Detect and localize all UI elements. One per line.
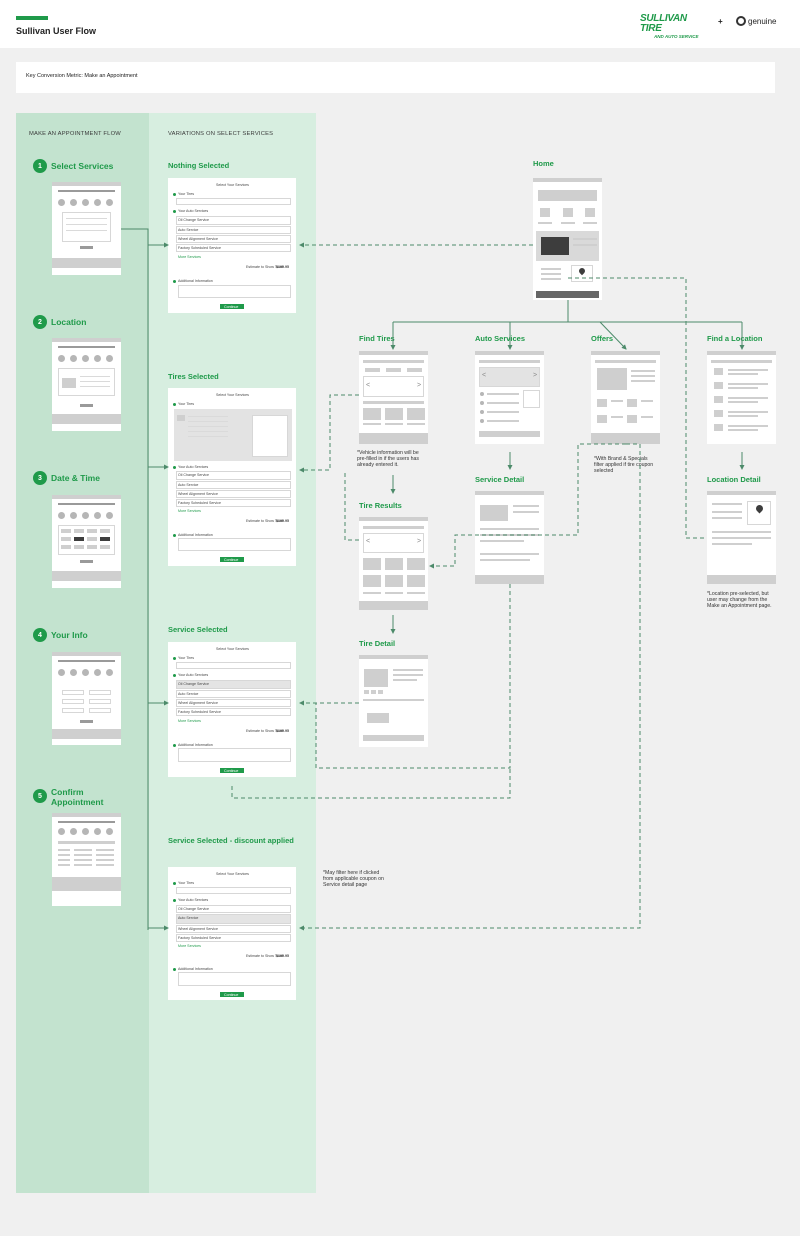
home-title: Home [533,159,554,168]
variation-tires-selected-title: Tires Selected [168,372,219,381]
step-location: 2 Location [33,315,86,329]
find-location-title: Find a Location [707,334,763,343]
location-detail-title: Location Detail [707,475,761,484]
auto-services-wireframe: <> [475,351,544,444]
variation-nothing-selected-title: Nothing Selected [168,161,230,170]
home-wireframe [533,178,602,300]
connector-home-trunk [393,300,742,323]
appointment-flow-heading: MAKE AN APPOINTMENT FLOW [29,131,121,137]
find-tires-title: Find Tires [359,334,395,343]
service-selected-form: Select Your Services Your Tires Your Aut… [168,642,296,777]
discount-applied-form: Select Your Services Your Tires Your Aut… [168,867,296,1000]
connector-service-to-discount [231,768,511,799]
connector-offers-to-discount [299,443,641,931]
connector-to-offers [599,321,627,350]
step-confirm-appointment: 5 Confirm Appointment [33,785,121,807]
service-detail-title: Service Detail [475,475,525,484]
header-accent-bar [16,16,48,20]
find-tires-wireframe: <> [359,351,428,444]
offers-wireframe [591,351,660,444]
tire-detail-wireframe [359,655,428,747]
select-services-wireframe [52,182,121,275]
step-label: Your Info [51,630,88,640]
step-number: 3 [33,471,47,485]
step-select-services: 1 Select Services [33,159,113,173]
auto-services-title: Auto Services [475,334,526,343]
location-note: *Location pre-selected, but user may cha… [707,591,772,609]
vehicle-note: *Vehicle information will be pre-filled … [357,450,419,468]
offers-title: Offers [591,334,614,343]
page-header: Sullivan User Flow SULLIVAN TIRE AND AUT… [0,0,800,48]
location-wireframe [52,338,121,431]
tire-results-title: Tire Results [359,501,402,510]
variation-service-selected-title: Service Selected [168,625,228,634]
genuine-mark-icon [736,16,746,26]
your-info-wireframe [52,652,121,745]
date-time-wireframe [52,495,121,588]
page-title: Sullivan User Flow [16,26,97,36]
connector-home-to-location-detail [568,277,707,539]
step-number: 2 [33,315,47,329]
step-number: 5 [33,789,47,803]
brand-filter-note: *With Brand & Specials filter applied if… [594,456,654,474]
step-number: 1 [33,159,47,173]
key-metric-text: Key Conversion Metric: Make an Appointme… [26,73,138,79]
connector-offers-to-tire-results [429,443,626,569]
step-date-time: 3 Date & Time [33,471,100,485]
tire-detail-title: Tire Detail [359,639,396,648]
variation-discount-title: Service Selected - discount applied [168,836,294,845]
filter-note: *May filter here if clicked from applica… [323,870,384,888]
logo-separator: + [718,17,723,26]
connector-find-tires-to-tires-selected [299,394,359,473]
confirm-appointment-wireframe [52,813,121,906]
key-metric-banner: Key Conversion Metric: Make an Appointme… [16,62,775,93]
variations-heading: VARIATIONS ON SELECT SERVICES [168,131,274,137]
step-label: Date & Time [51,473,100,483]
connector-tire-results-to-tires-selected [344,470,359,541]
find-location-wireframe [707,351,776,444]
location-detail-wireframe [707,491,776,584]
tire-results-wireframe: <> [359,517,428,610]
connector-service-detail-to-service-selected [315,584,511,769]
nothing-selected-form: Select Your Services Your Tires Your Aut… [168,178,296,313]
step-label: Confirm Appointment [51,787,104,807]
step-your-info: 4 Your Info [33,628,88,642]
connector-flow-trunk [121,228,149,930]
tires-selected-form: Select Your Services Your Tires Your Aut… [168,388,296,566]
step-label: Location [51,317,87,327]
genuine-logo: genuine [736,16,776,26]
step-number: 4 [33,628,47,642]
service-detail-wireframe [475,491,544,584]
step-label: Select Services [51,161,114,171]
sullivan-tire-logo: SULLIVAN TIRE AND AUTO SERVICE [640,13,699,40]
